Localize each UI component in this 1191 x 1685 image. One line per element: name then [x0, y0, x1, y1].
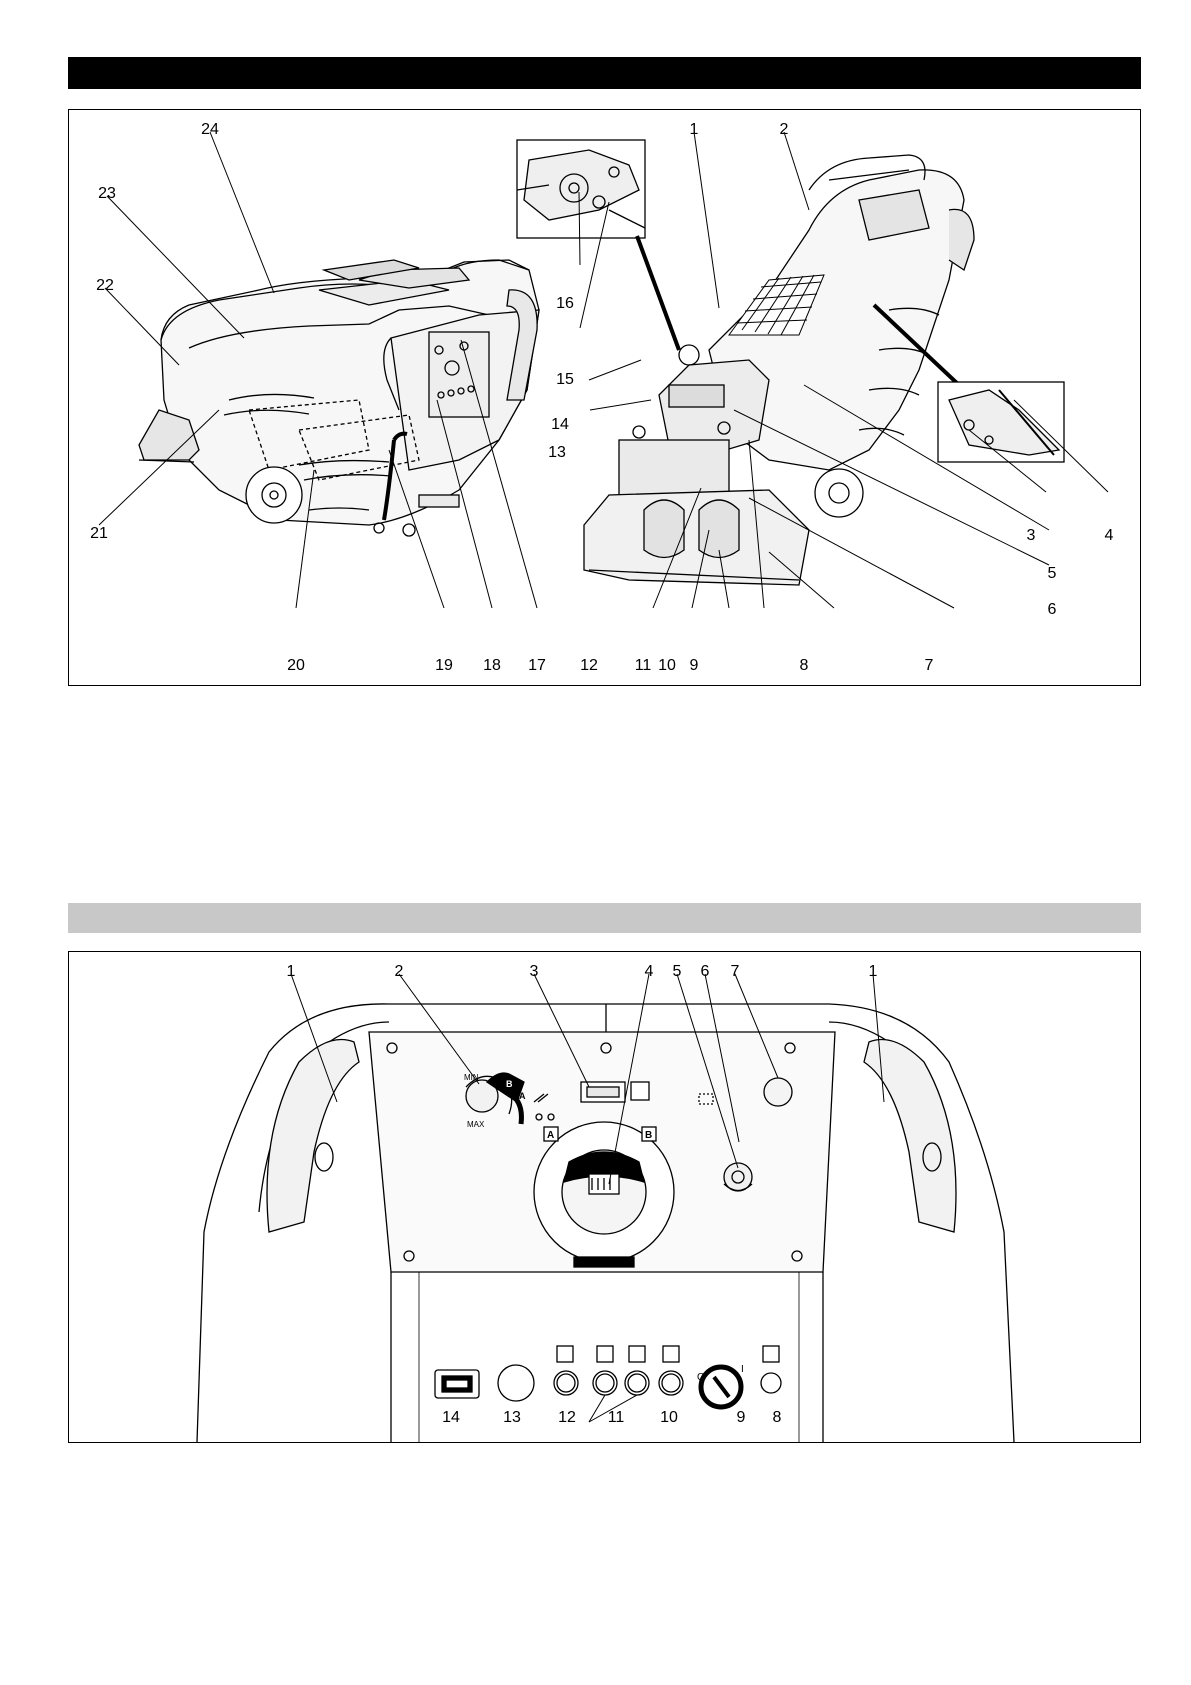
callout-13: 13: [548, 445, 566, 461]
callout-3: 3: [1027, 528, 1036, 544]
callout-17: 17: [528, 658, 546, 674]
callout-5: 5: [1048, 566, 1057, 582]
callout-7: 7: [925, 658, 934, 674]
dial-min-label: MIN: [464, 1073, 479, 1082]
callout-4: 4: [645, 964, 654, 980]
callout-10: 10: [658, 658, 676, 674]
callout-23: 23: [98, 186, 116, 202]
callout-1-right: 1: [869, 964, 878, 980]
callout-21: 21: [90, 526, 108, 542]
callout-8: 8: [800, 658, 809, 674]
callout-20: 20: [287, 658, 305, 674]
callout-6: 6: [701, 964, 710, 980]
section-header-bar: [68, 57, 1141, 89]
key-switch-off-label: O: [697, 1372, 705, 1383]
control-panel-drawing: MIN MAX B A A B O I: [69, 952, 1141, 1443]
right-handle: [864, 1040, 956, 1233]
callout-2: 2: [780, 122, 789, 138]
dial-b-label: B: [506, 1079, 513, 1089]
callout-11: 11: [635, 658, 652, 674]
callout-22: 22: [96, 278, 114, 294]
callout-16: 16: [556, 296, 574, 312]
selector-a-label: A: [547, 1130, 554, 1141]
detail-inset-right: [938, 382, 1064, 462]
callout-14: 14: [442, 1410, 460, 1426]
callout-9: 9: [690, 658, 699, 674]
callout-19: 19: [435, 658, 453, 674]
callout-11: 11: [608, 1410, 625, 1426]
callout-18: 18: [483, 658, 501, 674]
callout-5: 5: [673, 964, 682, 980]
callout-10: 10: [660, 1410, 678, 1426]
callout-1-left: 1: [287, 964, 296, 980]
callout-9: 9: [737, 1410, 746, 1426]
callout-15: 15: [556, 372, 574, 388]
callout-4: 4: [1105, 528, 1114, 544]
machine-overview-figure: 24 23 22 21 20 19 18 17 12 11 10 9 8 7 1…: [68, 109, 1141, 686]
machine-overview-drawing: [69, 110, 1141, 686]
callout-12: 12: [580, 658, 598, 674]
left-handle: [267, 1040, 359, 1233]
key-switch-on-label: I: [741, 1364, 744, 1375]
section-header-bar-grey: [68, 903, 1141, 933]
callout-2: 2: [395, 964, 404, 980]
callout-24: 24: [201, 122, 219, 138]
callout-6: 6: [1048, 602, 1057, 618]
callout-8: 8: [773, 1410, 782, 1426]
dial-max-label: MAX: [467, 1120, 485, 1129]
callout-13: 13: [503, 1410, 521, 1426]
control-panel-figure: MIN MAX B A A B O I 1 2 3 4 5 6 7 1 14 1…: [68, 951, 1141, 1443]
callout-14: 14: [551, 417, 569, 433]
callout-1: 1: [690, 122, 699, 138]
callout-3: 3: [530, 964, 539, 980]
callout-12: 12: [558, 1410, 576, 1426]
selector-b-label: B: [645, 1130, 652, 1141]
callout-7: 7: [731, 964, 740, 980]
dial-a-label: A: [519, 1091, 526, 1101]
left-machine-view: [139, 260, 539, 536]
detail-inset-upper: [517, 140, 645, 238]
